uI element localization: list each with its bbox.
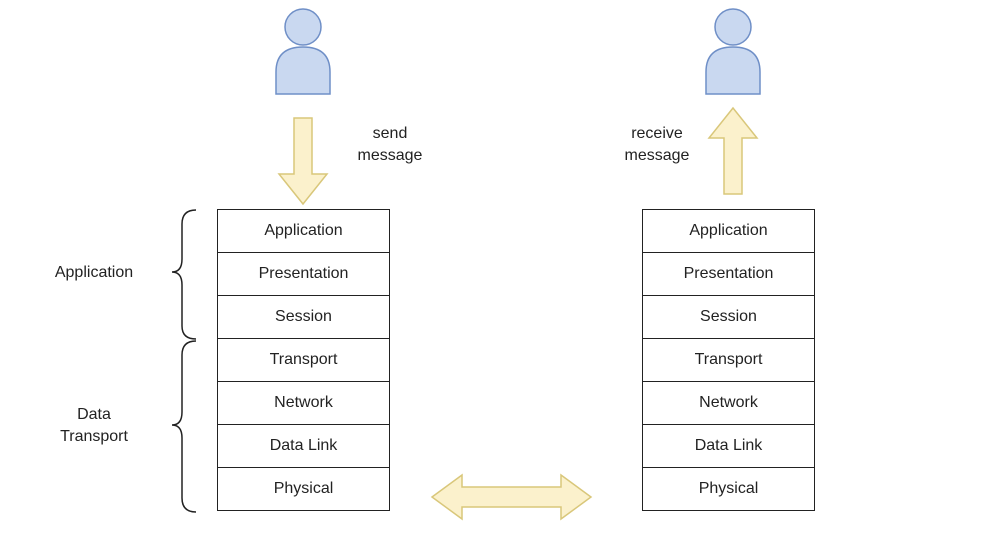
send-label-line2: message — [357, 147, 423, 164]
sender-layer-application: Application — [217, 210, 390, 253]
sender-layer-presentation: Presentation — [217, 253, 390, 296]
send-down-arrow — [277, 117, 329, 206]
sender-person-icon — [275, 8, 331, 95]
receiver-layer-session: Session — [642, 296, 815, 339]
send-message-label: send message — [352, 123, 428, 167]
data-transport-line1: Data — [77, 406, 111, 423]
receiver-layer-physical: Physical — [642, 468, 815, 511]
send-label-line1: send — [372, 125, 408, 142]
transmission-double-arrow — [430, 473, 593, 521]
sender-layer-data-link: Data Link — [217, 425, 390, 468]
receiver-layer-data-link: Data Link — [642, 425, 815, 468]
data-transport-group-brace — [171, 340, 197, 513]
sender-layer-network: Network — [217, 382, 390, 425]
application-group-brace — [171, 209, 197, 340]
data-transport-group-label: Data Transport — [50, 404, 138, 448]
receive-up-arrow — [707, 106, 759, 195]
receiver-layer-transport: Transport — [642, 339, 815, 382]
sender-osi-stack: Application Presentation Session Transpo… — [217, 209, 390, 511]
sender-layer-transport: Transport — [217, 339, 390, 382]
receiver-layer-presentation: Presentation — [642, 253, 815, 296]
sender-layer-physical: Physical — [217, 468, 390, 511]
receive-label-line1: receive — [631, 125, 683, 142]
application-group-label: Application — [54, 264, 134, 281]
data-transport-line2: Transport — [60, 428, 128, 445]
receiver-layer-application: Application — [642, 210, 815, 253]
receive-label-line2: message — [624, 147, 690, 164]
receiver-osi-stack: Application Presentation Session Transpo… — [642, 209, 815, 511]
receive-message-label: receive message — [617, 123, 697, 167]
sender-layer-session: Session — [217, 296, 390, 339]
receiver-person-icon — [705, 8, 761, 95]
receiver-layer-network: Network — [642, 382, 815, 425]
